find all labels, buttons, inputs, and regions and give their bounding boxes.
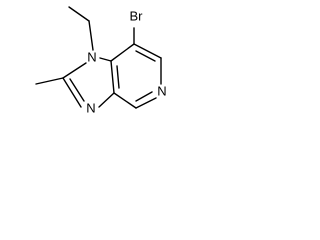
bond-n3-c3a xyxy=(98,92,115,108)
bond-c7a-n1 xyxy=(99,57,112,62)
bond-ethyl-ch2-n1 xyxy=(88,20,94,51)
molecule-diagram: Br N N N xyxy=(35,6,167,115)
bond-c2-n3 xyxy=(62,77,82,108)
bond-c7-c6 xyxy=(133,43,162,59)
bond-c3a-c7a-double xyxy=(116,65,120,89)
bond-c7a-c7 xyxy=(110,43,135,62)
bond-n1-c2 xyxy=(62,62,87,79)
bond-c4-c3a xyxy=(113,92,137,109)
atom-label-n1: N xyxy=(87,49,96,64)
bond-c2-methyl xyxy=(35,77,64,85)
atom-label-n3: N xyxy=(86,100,95,115)
bond-ethyl-ch3-ch2 xyxy=(68,6,90,22)
bond-c2-n3-double xyxy=(69,78,85,102)
atom-label-br: Br xyxy=(130,8,144,23)
bond-c7-c6-double xyxy=(135,50,156,62)
atom-label-n5: N xyxy=(157,83,166,98)
bond-n5-c4-double xyxy=(135,91,153,102)
bond-c3a-c7a xyxy=(110,60,115,94)
bond-n5-c4 xyxy=(135,97,157,109)
